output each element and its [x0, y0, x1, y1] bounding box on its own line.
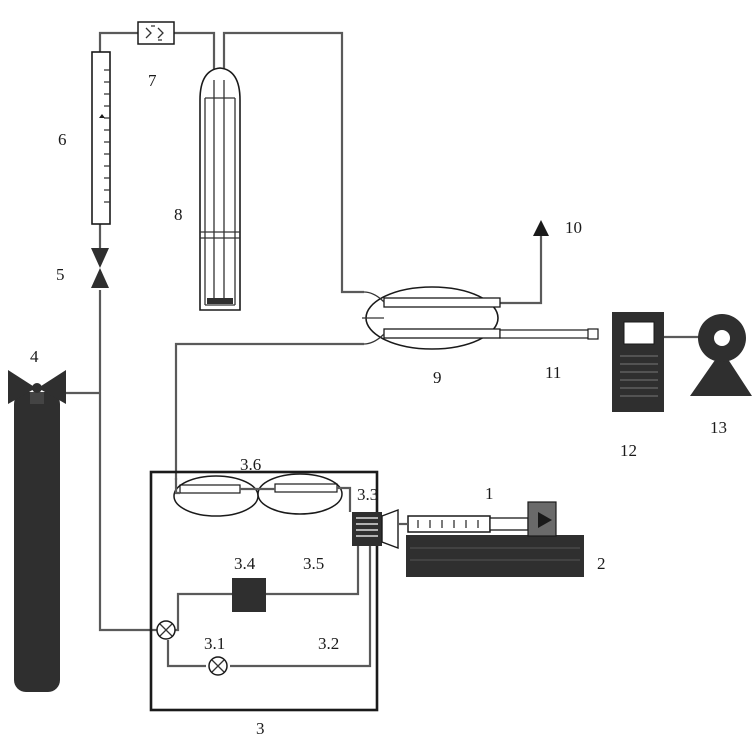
pipe-box-inlet: [174, 478, 180, 495]
pipe-trap-to-splitter: [222, 31, 364, 294]
pipe-valve-3-1: [166, 640, 206, 668]
vent-arrow: [533, 220, 549, 236]
sampling-tube: [499, 328, 599, 340]
label-3-3: 3.3: [357, 485, 378, 504]
gas-cylinder: [8, 370, 66, 692]
trap-outer: [199, 67, 241, 311]
pump-center: [714, 330, 730, 346]
trap-bottom: [207, 298, 233, 304]
pipe-gas-supply: [62, 290, 158, 632]
flow-splitter: [362, 286, 501, 350]
flowmeter-float: [99, 114, 105, 118]
trap-inner: [204, 97, 236, 306]
pipework: [62, 31, 700, 632]
label-4: 4: [30, 347, 39, 366]
cylinder-neck: [30, 392, 44, 404]
pipe-3-2: [230, 540, 372, 668]
labels: 1 2 3 3.1 3.2 3.3 3.4 3.5 3.6 4 5 6 7 8 …: [30, 71, 727, 738]
needle-valve: [91, 248, 109, 288]
label-3: 3: [256, 719, 265, 736]
valve-3-1-cross: [211, 659, 225, 673]
syringe-graduations: [417, 520, 479, 528]
pipe-valve-to-3-4: [170, 592, 232, 632]
mixer-left: [173, 475, 259, 517]
syringe-plunger: [489, 517, 529, 531]
pump-base: [690, 350, 752, 396]
splitter-inlets: [362, 291, 385, 345]
analyser-display: [623, 321, 655, 345]
label-6: 6: [58, 130, 67, 149]
splitter-tube-upper: [383, 297, 501, 308]
permeation-unit: [149, 470, 399, 712]
valve-bottom: [91, 268, 109, 288]
analyser-keypad: [620, 355, 658, 397]
cylinder-body: [14, 392, 60, 692]
trap-liquid-level: [200, 231, 240, 239]
pipe-mixer-to-injector: [337, 486, 352, 512]
label-10: 10: [565, 218, 582, 237]
splitter-tube-lower: [383, 328, 501, 339]
label-3-5: 3.5: [303, 554, 324, 573]
label-3-6: 3.6: [240, 455, 261, 474]
label-8: 8: [174, 205, 183, 224]
pipe-vent: [500, 234, 543, 305]
unit-housing: [149, 470, 379, 712]
label-2: 2: [597, 554, 606, 573]
pipe-filter-to-trap: [174, 31, 216, 80]
syringe-pump: [398, 501, 584, 577]
label-3-4: 3.4: [234, 554, 256, 573]
label-3-1: 3.1: [204, 634, 225, 653]
injection-port: [352, 512, 382, 546]
pipe-flowmeter-to-filter: [98, 31, 138, 54]
flowmeter-scale: [104, 69, 110, 203]
syringe-pump-base: [406, 535, 584, 577]
pipe-3-4-to-injector: [266, 546, 360, 596]
trap-dip-tubes: [213, 80, 225, 300]
label-5: 5: [56, 265, 65, 284]
flowmeter-tube: [91, 51, 111, 225]
label-12: 12: [620, 441, 637, 460]
valve-main-cross: [159, 623, 173, 637]
sampling-tube-body: [499, 329, 597, 339]
filter-body: [137, 21, 175, 45]
label-11: 11: [545, 363, 561, 382]
splitter-body: [365, 286, 499, 350]
sampling-tube-connector: [587, 328, 599, 340]
cylinder-valve-left: [8, 370, 36, 404]
injection-port-septum: [356, 517, 378, 537]
injection-port-cap: [381, 508, 399, 550]
cylinder-valve-right: [38, 370, 66, 404]
flowmeter: [91, 51, 111, 225]
cylinder-valve-center: [32, 383, 42, 393]
filter-pattern: [145, 25, 164, 41]
syringe-pump-lines: [410, 547, 580, 561]
label-13: 13: [710, 418, 727, 437]
label-9: 9: [433, 368, 442, 387]
label-3-2: 3.2: [318, 634, 339, 653]
vacuum-pump: [690, 314, 752, 396]
component-3-4: [232, 578, 266, 612]
mixer-right: [257, 473, 343, 515]
label-1: 1: [485, 484, 494, 503]
valve-top: [91, 248, 109, 268]
syringe-push-arrow: [538, 512, 552, 528]
filter: [137, 21, 175, 45]
trap: [199, 67, 241, 311]
analyser: [612, 312, 664, 412]
label-7: 7: [148, 71, 157, 90]
pipe-splitter-to-box: [174, 342, 364, 480]
